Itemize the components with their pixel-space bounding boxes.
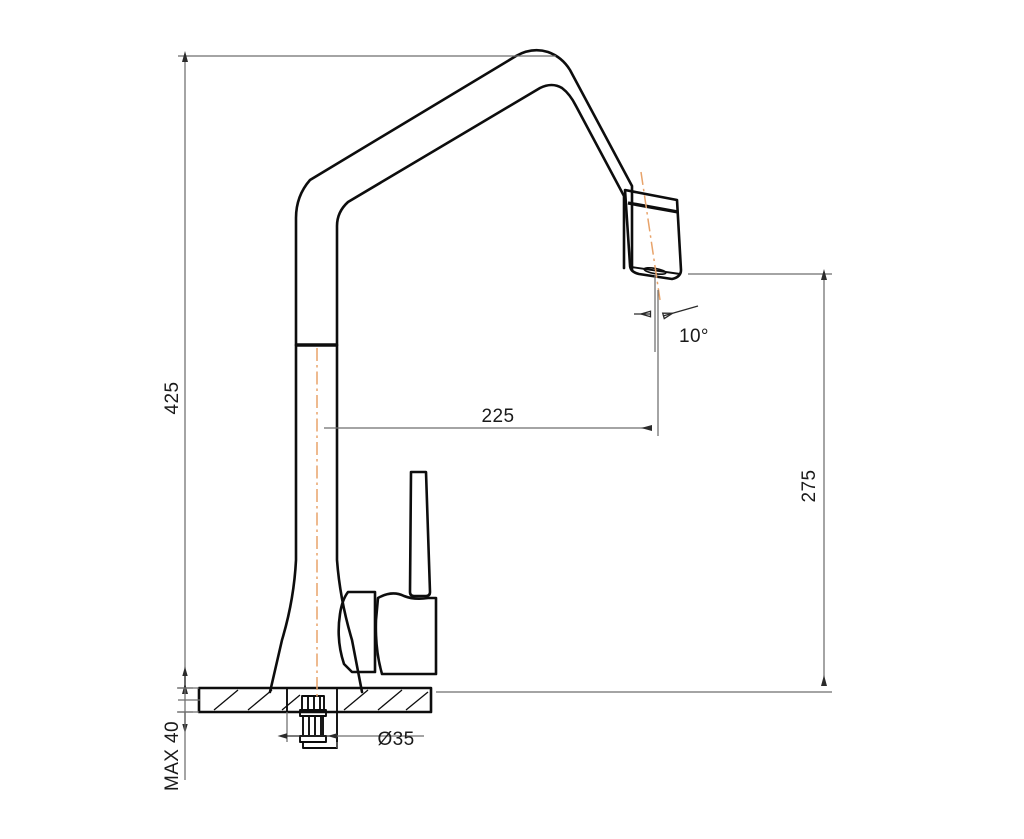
dimension-label-425: 425 xyxy=(162,382,183,415)
dimension-spray-angle: 10° xyxy=(634,275,709,352)
faucet-geometry xyxy=(197,48,683,749)
deck-plate xyxy=(197,686,433,714)
body-column xyxy=(268,343,364,694)
spray-head xyxy=(623,188,683,281)
spray-head-centerline xyxy=(640,171,661,301)
centerlines xyxy=(316,171,661,700)
threaded-stem xyxy=(299,695,338,749)
dimension-max-deck-thickness: MAX 40 xyxy=(162,666,199,791)
dimension-label-angle-10: 10° xyxy=(679,326,709,347)
dimension-label-225: 225 xyxy=(482,406,515,427)
dimension-label-275: 275 xyxy=(799,470,820,503)
lever-handle xyxy=(374,470,438,676)
dimension-label-diameter35: Ø35 xyxy=(377,729,414,750)
dimension-spout-height: 275 xyxy=(436,269,832,693)
dimension-hole-diameter: Ø35 xyxy=(277,712,424,750)
valve-housing xyxy=(337,590,377,674)
dimension-spout-reach: 225 xyxy=(324,290,659,436)
spout-arm xyxy=(294,48,634,347)
dimension-label-max40: MAX 40 xyxy=(162,721,183,791)
dimension-overall-height: 425 xyxy=(162,51,556,701)
